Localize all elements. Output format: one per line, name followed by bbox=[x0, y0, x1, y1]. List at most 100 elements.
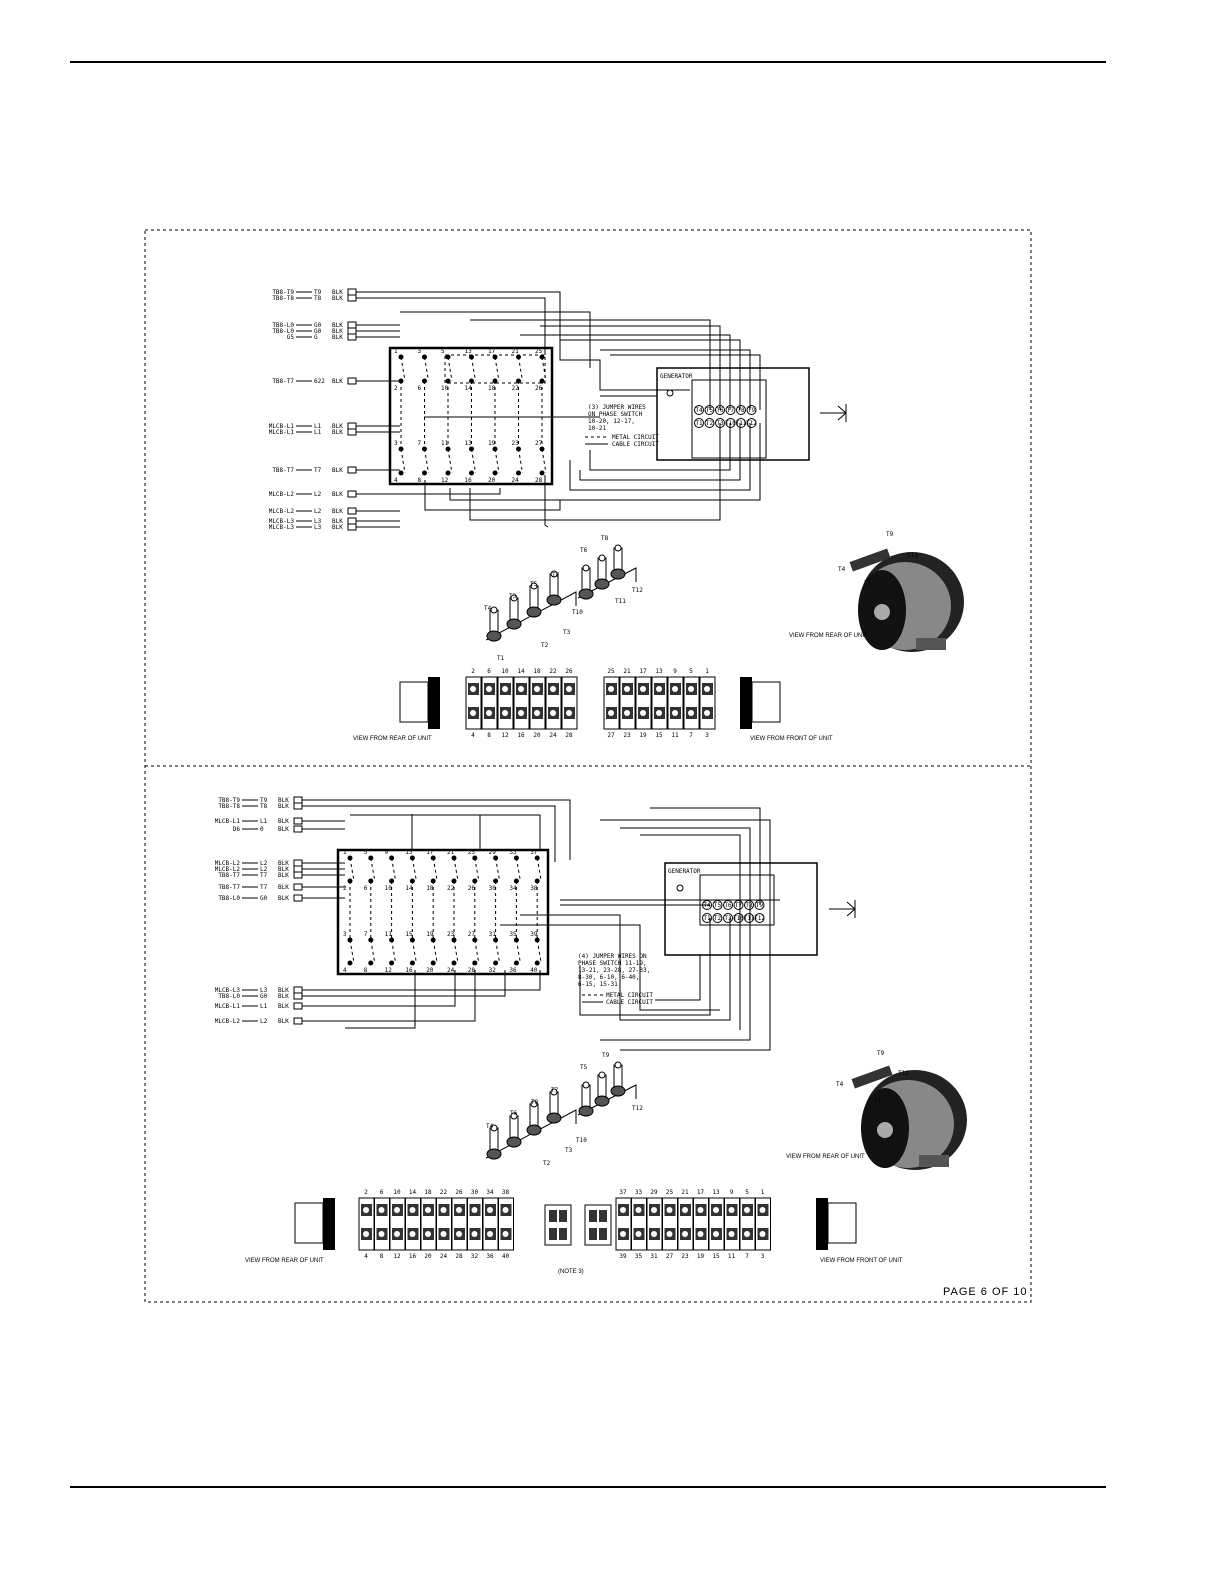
svg-text:9: 9 bbox=[385, 849, 389, 856]
generator-terminal: T2 bbox=[704, 418, 715, 428]
switch-contact: 32 bbox=[489, 960, 499, 974]
wire-term: L1 bbox=[314, 429, 322, 436]
generator-terminal: T9 bbox=[746, 405, 757, 415]
btb-label-T4: T4 bbox=[486, 1123, 494, 1130]
wire-color: BLK bbox=[278, 826, 289, 833]
top-arrow-icon bbox=[820, 404, 847, 422]
svg-text:38: 38 bbox=[502, 1189, 510, 1196]
generator-terminal: T8 bbox=[744, 900, 754, 910]
top-view-rear: VIEW FROM REAR OF UNIT bbox=[353, 736, 432, 742]
wire-color: BLK bbox=[332, 289, 343, 296]
generator-terminal: T2 bbox=[712, 913, 723, 923]
wire-tag bbox=[293, 859, 303, 867]
wire-id: TB8-T7 bbox=[272, 467, 294, 474]
svg-text:13: 13 bbox=[465, 440, 473, 447]
wire-term: L3 bbox=[260, 987, 268, 994]
svg-text:27: 27 bbox=[535, 440, 543, 447]
wire-id: D6 bbox=[233, 826, 241, 833]
generator-terminal: T11 bbox=[744, 913, 755, 923]
wire-id: MLCB-L2 bbox=[215, 1018, 241, 1025]
wire-tag bbox=[347, 327, 357, 335]
top-terminal-strip: 2468101214161820222426282527212317191315… bbox=[399, 668, 781, 739]
wire-term: T7 bbox=[314, 467, 322, 474]
wire-color: BLK bbox=[278, 860, 289, 867]
top-phase-switch bbox=[388, 346, 554, 486]
svg-text:T9: T9 bbox=[748, 407, 756, 414]
svg-text:12: 12 bbox=[393, 1253, 401, 1260]
switch-contact: 13 bbox=[465, 440, 474, 452]
top-generator-box bbox=[656, 367, 810, 461]
switch-contact: 30 bbox=[489, 878, 499, 892]
wire-tag bbox=[293, 817, 303, 825]
wire-id: MLCB-L2 bbox=[215, 860, 241, 867]
switch-contact: 10 bbox=[385, 878, 395, 892]
wire-color: BLK bbox=[332, 328, 343, 335]
wire-id: TB8-L0 bbox=[218, 895, 240, 902]
switch-contact: 26 bbox=[468, 878, 478, 892]
svg-text:21: 21 bbox=[512, 348, 520, 355]
svg-text:8: 8 bbox=[364, 967, 368, 974]
svg-text:13: 13 bbox=[465, 348, 473, 355]
wire-term: G0 bbox=[260, 993, 268, 1000]
generator-terminal: T10 bbox=[725, 418, 736, 428]
wire-tag bbox=[293, 825, 303, 833]
page-number: PAGE 6 OF 10 bbox=[943, 1286, 1028, 1298]
generator-terminal: T11 bbox=[736, 418, 747, 428]
svg-text:T11: T11 bbox=[736, 420, 747, 427]
wire-term: 622 bbox=[314, 378, 325, 385]
switch-contact: 28 bbox=[535, 470, 545, 484]
wire-id: MLCB-L2 bbox=[269, 491, 295, 498]
svg-text:T12: T12 bbox=[746, 420, 757, 427]
wire-id: G5 bbox=[287, 334, 295, 341]
strip-terminal: 13 bbox=[755, 1189, 771, 1260]
svg-text:4: 4 bbox=[394, 477, 398, 484]
svg-text:8: 8 bbox=[418, 477, 422, 484]
tb-label-T2: T2 bbox=[541, 642, 549, 649]
svg-text:12: 12 bbox=[441, 477, 449, 484]
wire-term: G0 bbox=[314, 322, 322, 329]
gen-label-T4: T4 bbox=[838, 566, 846, 573]
switch-contact: 25 bbox=[535, 348, 545, 360]
switch-contact: 24 bbox=[447, 960, 457, 974]
svg-text:12: 12 bbox=[385, 967, 393, 974]
bottom-gen-terminal-panel bbox=[699, 874, 775, 926]
svg-text:18: 18 bbox=[488, 385, 496, 392]
wire-color: BLK bbox=[278, 797, 289, 804]
generator-terminal: T4 bbox=[694, 405, 704, 415]
top-view-front: VIEW FROM FRONT OF UNIT bbox=[750, 736, 833, 742]
svg-text:21: 21 bbox=[623, 668, 631, 675]
switch-contact: 27 bbox=[535, 440, 545, 452]
svg-text:21: 21 bbox=[447, 849, 455, 856]
wire-id: MLCB-L1 bbox=[215, 1003, 241, 1010]
svg-text:13: 13 bbox=[405, 849, 413, 856]
svg-text:22: 22 bbox=[549, 668, 557, 675]
svg-text:35: 35 bbox=[635, 1253, 643, 1260]
tb-label-T7: T7 bbox=[552, 572, 560, 579]
btb-label-T8: T8 bbox=[531, 1099, 539, 1106]
top-view-rear-gen: VIEW FROM REAR OF UNIT bbox=[789, 633, 868, 639]
switch-contact: 8 bbox=[418, 470, 427, 484]
svg-text:23: 23 bbox=[512, 440, 520, 447]
svg-text:37: 37 bbox=[530, 849, 538, 856]
svg-text:31: 31 bbox=[489, 931, 497, 938]
tb-label-T5: T5 bbox=[530, 581, 538, 588]
generator-terminal: T4 bbox=[702, 900, 712, 910]
switch-contact: 35 bbox=[509, 931, 519, 943]
wire-color: BLK bbox=[278, 818, 289, 825]
wire-tag bbox=[293, 986, 303, 994]
bgen-label-T1: T1 bbox=[874, 1098, 882, 1105]
svg-text:T12: T12 bbox=[754, 915, 765, 922]
svg-text:T9: T9 bbox=[756, 902, 764, 909]
wire-tag bbox=[347, 294, 357, 302]
